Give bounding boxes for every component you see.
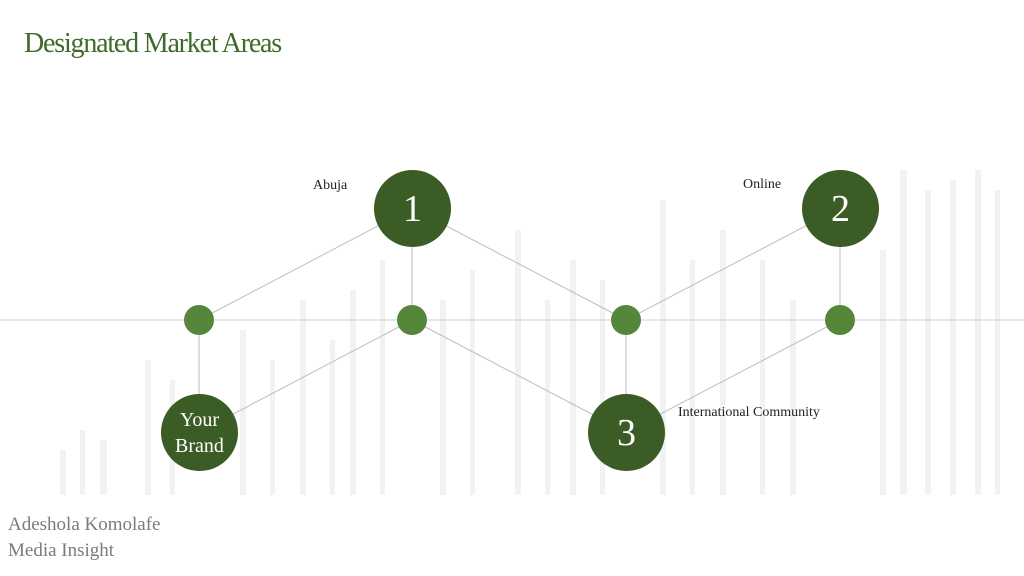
- footer-author: Adeshola Komolafe: [8, 514, 161, 535]
- market-node-1: 1: [374, 170, 451, 247]
- connector-brand-b: [198, 319, 413, 433]
- page-title: Designated Market Areas: [24, 28, 282, 59]
- connectors: [198, 207, 841, 433]
- label-abuja: Abuja: [313, 178, 348, 193]
- label-online: Online: [743, 177, 782, 192]
- background-bars: [60, 170, 1000, 495]
- connector-3-c: [625, 319, 841, 433]
- junction-node-2: [397, 305, 427, 335]
- market-node-2-number: 2: [831, 187, 850, 230]
- connector-2-a: [625, 207, 841, 321]
- footer-credit: Adeshola Komolafe Media Insight: [8, 512, 160, 564]
- market-node-3: 3: [588, 394, 665, 471]
- connector-1-c: [411, 207, 627, 321]
- junction-node-1: [184, 305, 214, 335]
- brand-node-label: Your Brand: [175, 408, 224, 457]
- brand-node: Your Brand: [161, 394, 238, 471]
- junction-node-3: [611, 305, 641, 335]
- connector-3-a: [411, 319, 627, 433]
- market-node-2: 2: [802, 170, 879, 247]
- footer-organization: Media Insight: [8, 540, 115, 561]
- connector-1-a: [198, 207, 413, 321]
- junction-node-4: [825, 305, 855, 335]
- market-node-1-number: 1: [403, 187, 422, 230]
- market-node-3-number: 3: [617, 411, 636, 454]
- label-international-community: International Community: [678, 405, 820, 420]
